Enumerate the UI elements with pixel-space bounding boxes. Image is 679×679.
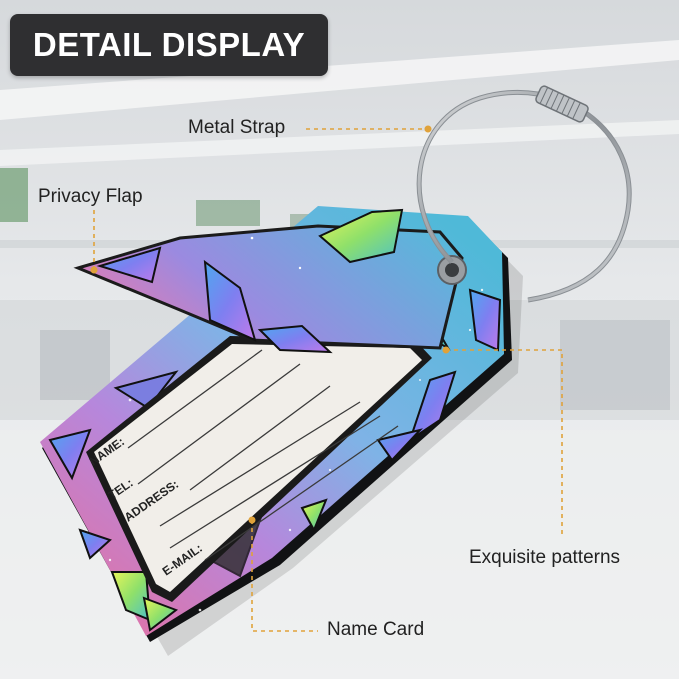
leader-patterns bbox=[446, 349, 563, 536]
grommet bbox=[437, 255, 467, 285]
page-title: DETAIL DISPLAY bbox=[32, 26, 306, 63]
name-card: NAME: TEL: ADDRESS: E-MAIL: bbox=[86, 336, 432, 602]
callout-exquisite-patterns: Exquisite patterns bbox=[469, 547, 621, 568]
name-card-paper bbox=[94, 344, 422, 592]
leader-name-card bbox=[251, 520, 318, 632]
privacy-flap bbox=[73, 208, 464, 354]
callout-privacy-flap: Privacy Flap bbox=[38, 186, 143, 207]
callout-metal-strap: Metal Strap bbox=[188, 117, 286, 138]
callout-leaders bbox=[93, 128, 563, 632]
callout-dots bbox=[90, 125, 450, 524]
luggage-tag: NAME: TEL: ADDRESS: E-MAIL: bbox=[40, 206, 512, 642]
metal-strap bbox=[416, 85, 632, 303]
detail-display-badge: DETAIL DISPLAY bbox=[10, 14, 328, 76]
callout-name-card: Name Card bbox=[327, 619, 425, 640]
